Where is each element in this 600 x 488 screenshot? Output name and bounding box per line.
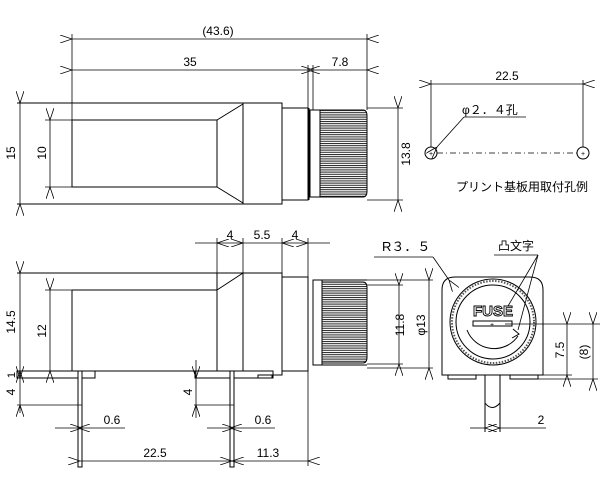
emboss-label: 凸文字	[498, 238, 534, 253]
top-collar	[242, 102, 283, 205]
top-cap-ring	[309, 109, 321, 198]
top-body-outline	[17, 102, 244, 205]
dim-knurl-dia: 11.8	[393, 313, 407, 336]
svg-text:+: +	[429, 151, 433, 158]
side-cap-ring	[312, 279, 323, 366]
dim-inner-height: 10	[35, 146, 49, 160]
dim-pin-pitch: 22.5	[143, 446, 167, 460]
side-body-outline	[17, 272, 244, 372]
top-view: (43.6) 35 7.8 15 10 13.8	[4, 24, 413, 204]
dim-a: 4	[227, 228, 234, 242]
top-neck	[281, 107, 309, 201]
dim-pin-width-2: 0.6	[255, 413, 272, 427]
hole-size-label: φ２．４孔	[462, 103, 518, 117]
dim-pin-length: 4	[4, 388, 18, 395]
dim-height: 15	[4, 146, 18, 160]
dim-body-length: 35	[183, 55, 197, 69]
side-collar	[242, 272, 283, 376]
rotation-arrow	[466, 329, 519, 350]
pcb-hole-example: + + 22.5 φ２．４孔 プリント基板用取付孔例	[425, 69, 589, 194]
dim-cap-length: 7.8	[332, 55, 349, 69]
dim-b: 5.5	[254, 228, 271, 242]
side-neck	[281, 276, 309, 372]
dim-pin-width-1: 0.6	[104, 413, 121, 427]
pcb-caption: プリント基板用取付孔例	[456, 180, 588, 194]
slot-plus-mark: +	[490, 322, 494, 329]
dim-side-inner: 12	[35, 324, 49, 338]
cap-fuse-text: FUSE	[473, 303, 513, 320]
dim-cap-height: 13.8	[399, 142, 413, 166]
pin-left	[77, 370, 83, 468]
cap-slot	[472, 320, 513, 327]
dim-pcb-pitch: 22.5	[495, 69, 519, 83]
end-view: FUSE + R３．５ 凸文字 7.5 (8) 2	[374, 238, 600, 432]
side-knurled-cap	[321, 281, 368, 364]
dim-pin-offset: 11.3	[257, 446, 280, 460]
side-view: 4 5.5 4 14.5 12 1 4 4 0.6 0.6 22.5 11.3 …	[4, 228, 433, 468]
pin-right	[229, 370, 235, 468]
dim-cap-diameter: φ13	[414, 314, 428, 335]
svg-text:+: +	[581, 151, 585, 158]
dim-total-height: (8)	[577, 345, 591, 360]
top-knurled-cap	[319, 109, 368, 198]
dim-c: 4	[292, 228, 299, 242]
dim-pin-length-2: 4	[181, 388, 195, 395]
dim-pin-thickness: 2	[538, 413, 545, 427]
base-plate-left	[16, 370, 96, 379]
dim-center-height: 7.5	[553, 341, 567, 358]
dim-side-height: 14.5	[4, 310, 18, 334]
dim-overall-length: (43.6)	[202, 24, 233, 38]
radius-label: R３．５	[382, 239, 430, 254]
dim-base-thickness: 1	[6, 372, 18, 378]
